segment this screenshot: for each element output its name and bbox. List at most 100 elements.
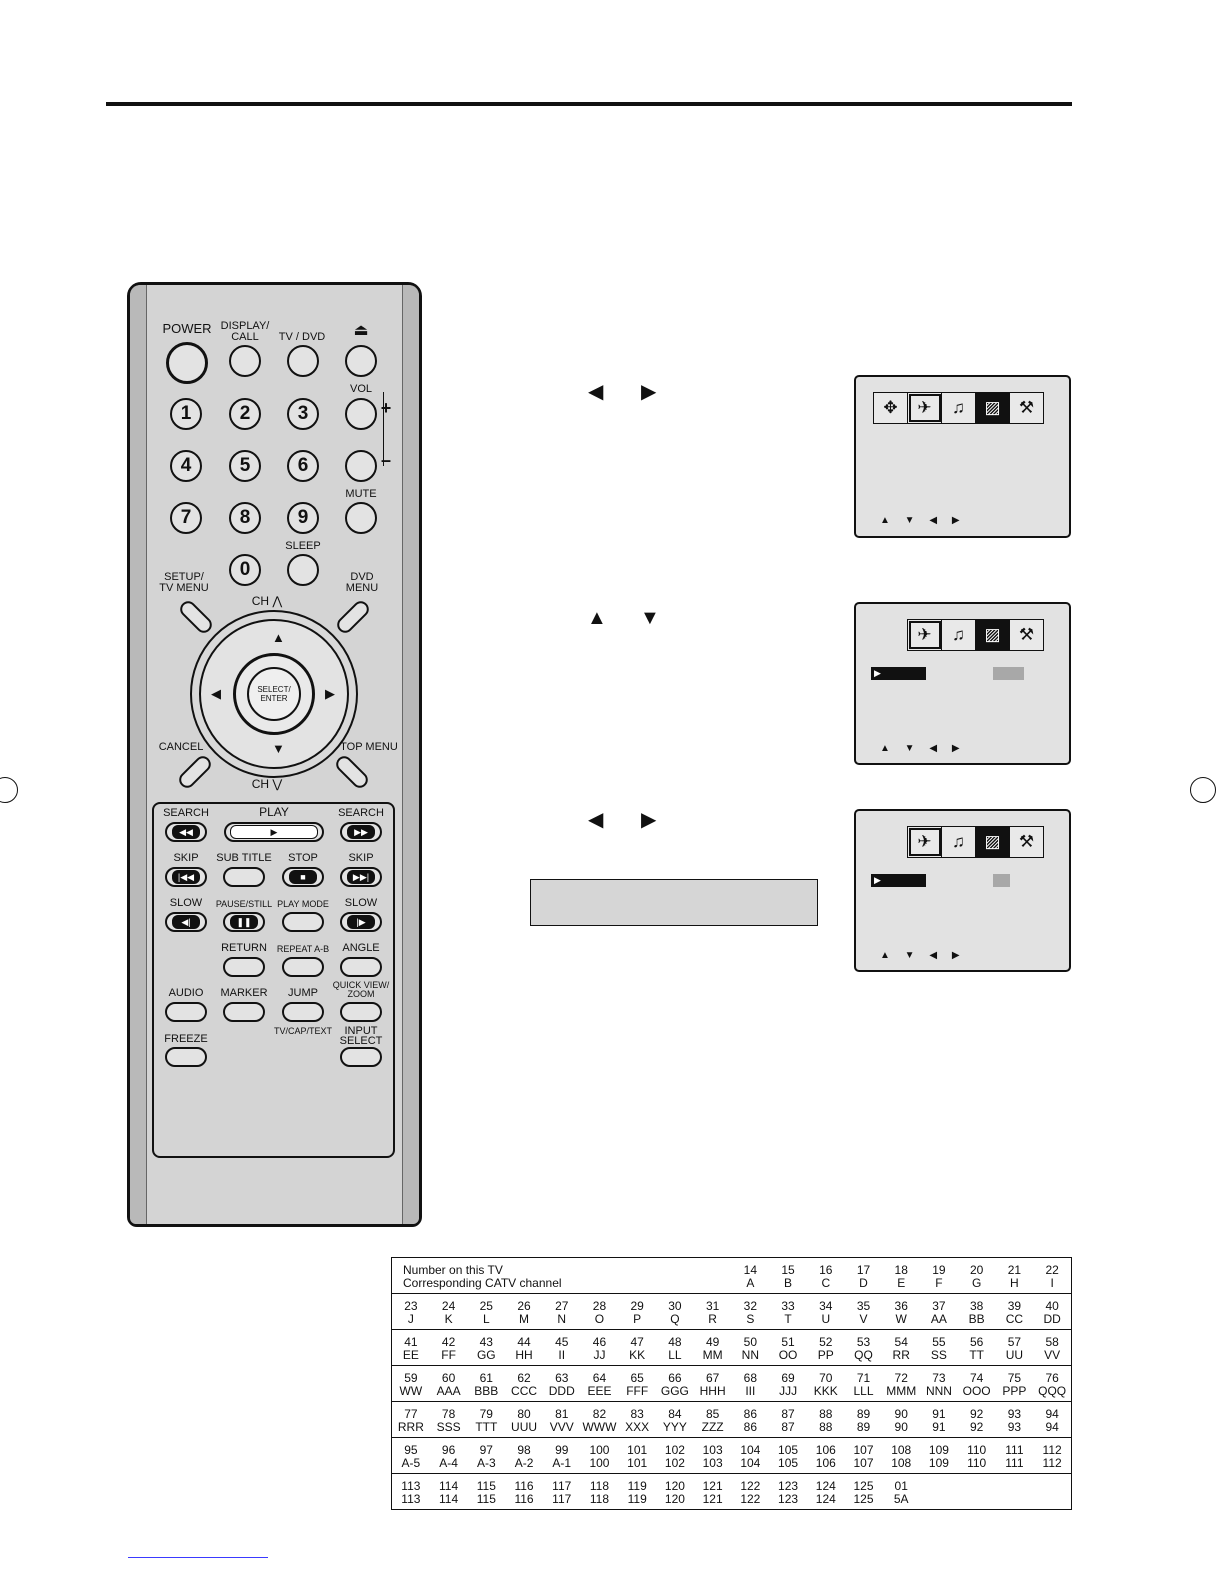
catv-channel: FF [441, 1348, 456, 1362]
tv-number: 15 [781, 1263, 795, 1277]
subtitle-button[interactable] [223, 867, 265, 887]
number-5-button[interactable]: 5 [229, 450, 261, 482]
slow-back-button[interactable]: ◀| [165, 912, 207, 932]
tv-number: 68 [743, 1371, 758, 1385]
number-4-button[interactable]: 4 [170, 450, 202, 482]
number-9-button[interactable]: 9 [287, 502, 319, 534]
eject-button[interactable] [345, 345, 377, 377]
number-8-button[interactable]: 8 [229, 502, 261, 534]
tv-number: 89 [856, 1407, 871, 1421]
slow-forward-button[interactable]: |▶ [340, 912, 382, 932]
tv-number: 85 [705, 1407, 720, 1421]
power-button[interactable] [166, 342, 208, 384]
tv-number: 117 [552, 1479, 572, 1493]
display-call-button[interactable] [229, 345, 261, 377]
dpad-up-arrow[interactable]: ▲ [272, 630, 285, 645]
select-enter-button[interactable]: SELECT/ ENTER [247, 667, 301, 721]
tv-number: 47 [630, 1335, 644, 1349]
tools-icon: ⚒ [1010, 393, 1043, 423]
tv-number: 84 [668, 1407, 682, 1421]
tv-number: 120 [664, 1479, 685, 1493]
freeze-button[interactable] [165, 1047, 207, 1067]
setup-tv-menu-label: SETUP/ TV MENU [159, 571, 209, 594]
return-button[interactable] [223, 957, 265, 977]
header-tv-label: Number on this TV [403, 1263, 503, 1277]
search-back-button[interactable]: ◀◀ [165, 822, 207, 842]
number-7-button[interactable]: 7 [170, 502, 202, 534]
tv-number: 81 [555, 1407, 569, 1421]
tv-number: 98 [517, 1443, 531, 1457]
tv-number: 69 [781, 1371, 795, 1385]
catv-channel: KK [629, 1348, 646, 1362]
jump-button[interactable] [282, 1002, 324, 1022]
catv-channel: 116 [514, 1492, 534, 1506]
pause-still-label: PAUSE/STILL [215, 899, 273, 909]
skip-forward-button[interactable]: ▶▶| [340, 867, 382, 887]
top-menu-button[interactable] [332, 752, 372, 792]
slow-forward-icon: |▶ [347, 915, 375, 929]
sleep-button[interactable] [287, 554, 319, 586]
vol-down-button[interactable] [345, 450, 377, 482]
setup-tv-menu-button[interactable] [176, 597, 216, 637]
catv-channel: FFF [626, 1384, 649, 1398]
repeat-ab-label: REPEAT A-B [276, 944, 330, 954]
marker-button[interactable] [223, 1002, 265, 1022]
catv-channel: KKK [813, 1384, 838, 1398]
dpad-down-arrow[interactable]: ▼ [272, 741, 285, 756]
number-1-button[interactable]: 1 [170, 398, 202, 430]
skip-back-button[interactable]: |◀◀ [165, 867, 207, 887]
top-menu-label: TOP MENU [340, 741, 398, 753]
number-3-button[interactable]: 3 [287, 398, 319, 430]
tv-number: 40 [1045, 1299, 1059, 1313]
tv-dvd-button[interactable] [287, 345, 319, 377]
catv-channel: XXX [625, 1420, 650, 1434]
tv-number: 57 [1007, 1335, 1022, 1349]
number-0-button[interactable]: 0 [229, 554, 261, 586]
number-6-button[interactable]: 6 [287, 450, 319, 482]
catv-channel: WWW [582, 1420, 617, 1434]
mute-button[interactable] [345, 502, 377, 534]
tv-number: 60 [441, 1371, 456, 1385]
quick-view-zoom-button[interactable] [340, 1002, 382, 1022]
tv-number: 49 [705, 1335, 720, 1349]
dpad-right-arrow[interactable]: ▶ [325, 686, 335, 701]
play-button[interactable]: ▶ [224, 822, 324, 842]
cancel-button[interactable] [175, 752, 215, 792]
vol-up-button[interactable] [345, 398, 377, 430]
input-select-button[interactable] [340, 1047, 382, 1067]
tv-number: 29 [630, 1299, 644, 1313]
skip-forward-icon: ▶▶| [347, 870, 375, 884]
repeat-ab-button[interactable] [282, 957, 324, 977]
play-mode-button[interactable] [282, 912, 324, 932]
tv-number: 121 [702, 1479, 723, 1493]
audio-button[interactable] [165, 1002, 207, 1022]
dvd-menu-label: DVD MENU [345, 571, 379, 594]
catv-channel: 106 [815, 1456, 836, 1470]
angle-button[interactable] [340, 957, 382, 977]
pause-still-button[interactable]: ❚❚ [223, 912, 265, 932]
tv-number: 45 [555, 1335, 569, 1349]
search-forward-button[interactable]: ▶▶ [340, 822, 382, 842]
tv-number: 87 [781, 1407, 795, 1421]
sub-title-label: SUB TITLE [216, 852, 272, 864]
dpad-left-arrow[interactable]: ◀ [211, 686, 221, 701]
tv-number: 74 [969, 1371, 984, 1385]
stop-button[interactable]: ■ [282, 867, 324, 887]
number-2-button[interactable]: 2 [229, 398, 261, 430]
slow-left-label: SLOW [169, 897, 203, 909]
catv-channel: GG [476, 1348, 496, 1362]
dvd-menu-button[interactable] [333, 597, 373, 637]
